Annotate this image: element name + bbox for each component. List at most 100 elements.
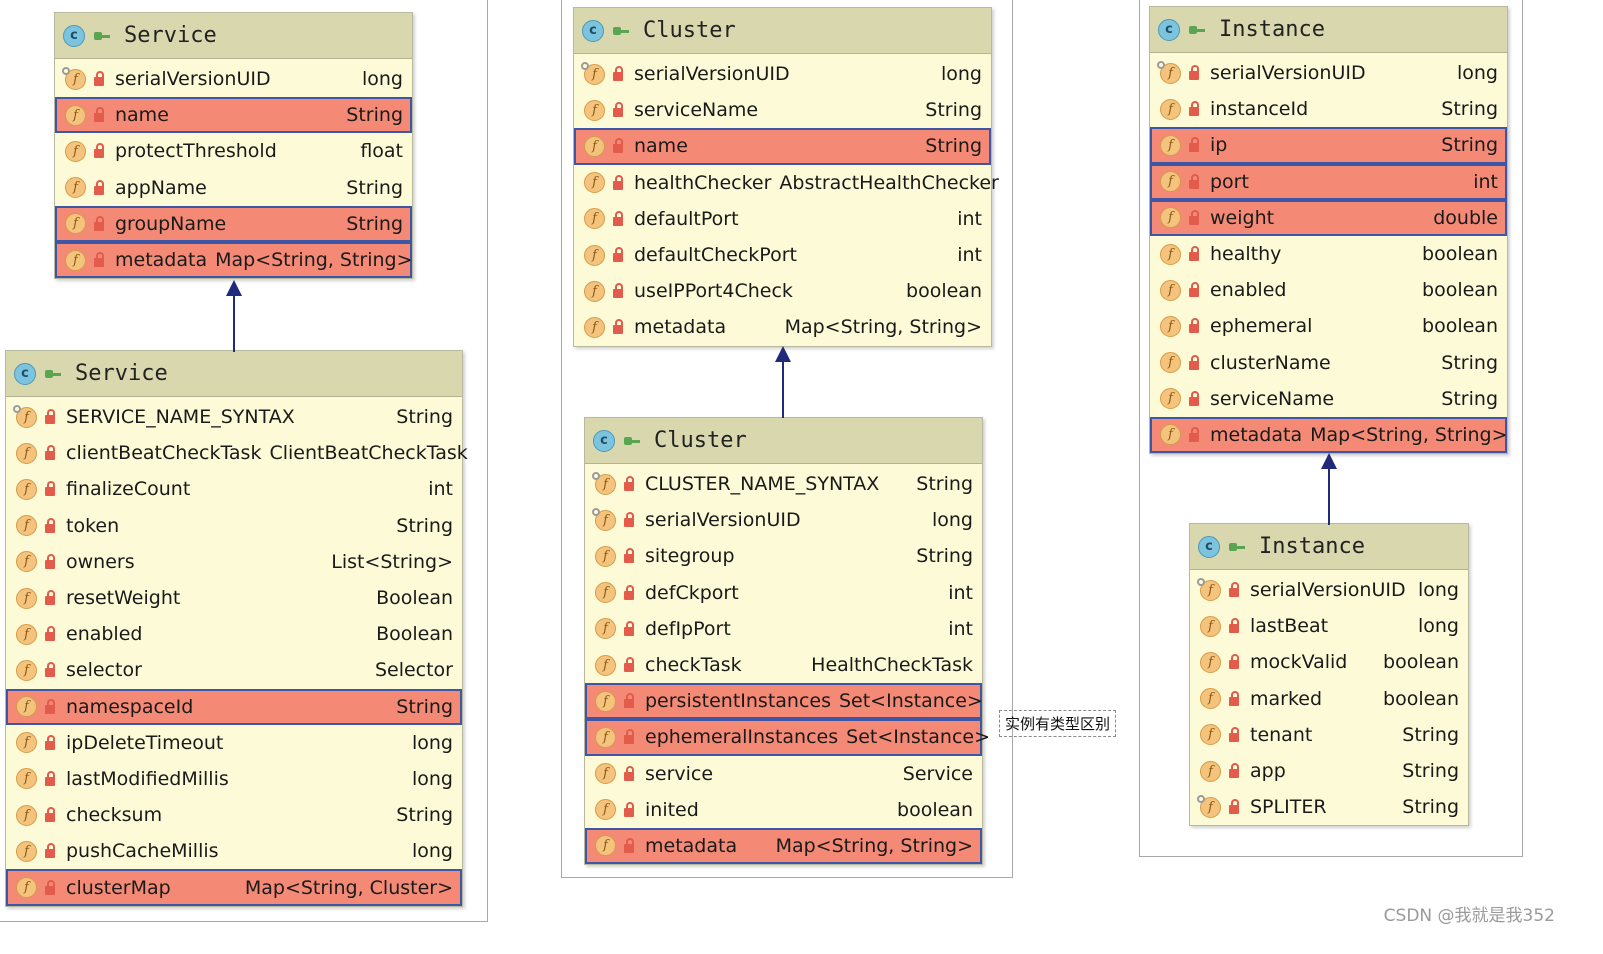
field-icon: f [16, 732, 37, 754]
field-name: protectThreshold [115, 140, 277, 163]
field-name: instanceId [1210, 98, 1309, 121]
private-lock-icon [45, 445, 55, 461]
field-type: Boolean [376, 587, 453, 610]
private-lock-icon [624, 620, 634, 636]
field-name: serviceName [634, 99, 759, 122]
field-type: String [346, 212, 403, 235]
field-name: checkTask [645, 654, 742, 677]
inheritance-arrow-service [226, 280, 242, 352]
field-name: lastModifiedMillis [66, 767, 229, 790]
field-name: metadata [645, 834, 738, 857]
field-name: clientBeatCheckTask [66, 442, 262, 465]
field-name: serialVersionUID [634, 63, 790, 86]
private-lock-icon [45, 409, 55, 425]
field-icon: f [16, 478, 37, 500]
private-lock-icon [45, 698, 55, 714]
field-icon: f [16, 659, 37, 681]
field-name: selector [66, 659, 142, 682]
class-icon: c [582, 19, 604, 42]
field-icon: f [16, 877, 37, 899]
private-lock-icon [624, 765, 634, 781]
field-icon: f [1200, 615, 1221, 637]
private-lock-icon [624, 548, 634, 564]
field-icon: f [16, 515, 37, 537]
field-name: owners [66, 550, 135, 573]
field-type: String [1441, 98, 1498, 121]
private-lock-icon [613, 174, 623, 190]
private-lock-icon [45, 481, 55, 497]
field-name: defaultPort [634, 207, 739, 230]
field-icon: f [1160, 98, 1181, 120]
private-lock-icon [1229, 763, 1239, 779]
field-type: String [916, 545, 973, 568]
private-lock-icon [1189, 137, 1199, 153]
private-lock-icon [1189, 282, 1199, 298]
field-type: Set<Instance> [846, 726, 990, 749]
class-icon: c [1198, 535, 1220, 558]
field-row: f instanceId String [1150, 91, 1507, 127]
field-icon: f [584, 316, 605, 338]
field-icon: f [1160, 279, 1181, 301]
frame-service-panel [0, 0, 488, 922]
field-type: Map<String, String> [775, 834, 973, 857]
private-lock-icon [94, 143, 104, 159]
private-lock-icon [45, 626, 55, 642]
class-icon: c [1158, 18, 1180, 41]
field-type: String [396, 406, 453, 429]
field-name: useIPPort4Check [634, 280, 793, 303]
field-type: AbstractHealthChecker [779, 171, 999, 194]
field-icon: f [16, 442, 37, 464]
private-lock-icon [624, 693, 634, 709]
field-name: inited [645, 798, 699, 821]
field-type: long [1417, 579, 1459, 602]
private-lock-icon [45, 553, 55, 569]
private-lock-icon [1189, 354, 1199, 370]
field-name: lastBeat [1250, 615, 1329, 638]
field-name: enabled [1210, 279, 1287, 302]
private-lock-icon [1189, 173, 1199, 189]
field-name: serialVersionUID [1250, 579, 1406, 602]
field-type: String [916, 473, 973, 496]
private-lock-icon [1189, 426, 1199, 442]
class-title: Instance [1219, 17, 1325, 42]
private-lock-icon [1229, 690, 1239, 706]
private-lock-icon [1229, 582, 1239, 598]
field-icon: f [16, 551, 37, 573]
field-icon: f [1200, 724, 1221, 746]
field-icon: f [584, 208, 605, 230]
field-name: serialVersionUID [115, 68, 271, 91]
field-type: long [1417, 615, 1459, 638]
class-title: Service [124, 23, 217, 48]
inheritance-arrow-cluster [775, 346, 791, 418]
private-lock-icon [613, 102, 623, 118]
field-name: namespaceId [66, 695, 194, 718]
field-type: long [931, 509, 973, 532]
field-icon: f [16, 804, 37, 826]
private-lock-icon [45, 734, 55, 750]
private-lock-icon [94, 71, 104, 87]
private-lock-icon [613, 210, 623, 226]
private-lock-icon [1229, 618, 1239, 634]
field-icon: f [16, 768, 37, 790]
